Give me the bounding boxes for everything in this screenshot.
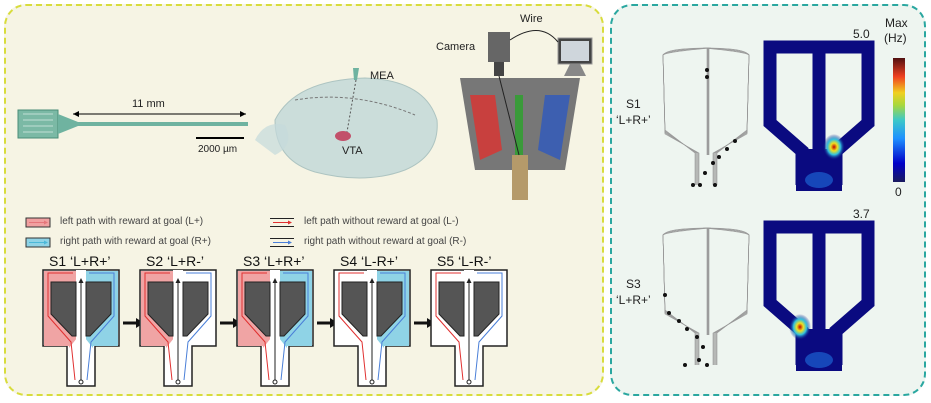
max-rate-label: 5.0 — [853, 27, 870, 41]
session-title: S1 ‘L+R+’ — [49, 253, 111, 269]
mea-label: MEA — [370, 70, 394, 82]
spike-dot — [705, 75, 709, 79]
scale-bar-label: 2000 µm — [198, 144, 238, 155]
firing-rate-heatmap — [763, 40, 875, 191]
spike-dot — [725, 147, 729, 151]
spike-dot — [698, 183, 702, 187]
spike-dot — [695, 335, 699, 339]
maze-diagram-s1 — [42, 269, 120, 387]
map-condition-label: ‘L+R+’ — [616, 113, 651, 127]
colorbar-title-max: Max — [885, 16, 908, 30]
legend-label: left path without reward at goal (L-) — [304, 216, 459, 227]
max-rate-label: 3.7 — [853, 207, 870, 221]
map-session-label: S1 — [626, 97, 641, 111]
legend-swatch-0 — [25, 217, 51, 228]
firing-peak — [789, 314, 811, 340]
spike-dot — [697, 358, 701, 362]
spike-dot — [711, 161, 715, 165]
vta-label: VTA — [342, 145, 363, 157]
colorbar-min-label: 0 — [895, 185, 902, 199]
trajectory-plot — [662, 227, 750, 367]
map-condition-label: ‘L+R+’ — [616, 293, 651, 307]
spike-dot — [705, 363, 709, 367]
spike-dot — [713, 183, 717, 187]
legend-label: left path with reward at goal (L+) — [60, 216, 204, 227]
spike-dot — [717, 155, 721, 159]
legend-label: right path with reward at goal (R+) — [60, 236, 211, 247]
camera-label: Camera — [436, 41, 476, 53]
legend-swatch-3 — [270, 238, 294, 247]
probe-length-label: 11 mm — [132, 98, 165, 110]
firing-peak — [823, 134, 845, 160]
spike-dot — [691, 183, 695, 187]
session-title: S2 ‘L+R-’ — [146, 253, 204, 269]
spike-dot — [683, 363, 687, 367]
firing-rate-heatmap — [763, 220, 875, 371]
spike-dot — [703, 171, 707, 175]
mea-probe-illustration — [17, 109, 248, 139]
session-title: S5 ‘L-R-’ — [437, 253, 492, 269]
maze-diagram-s5 — [430, 269, 508, 387]
trajectory-plot — [662, 47, 750, 187]
maze-diagram-s4 — [333, 269, 411, 387]
spike-dot — [685, 327, 689, 331]
spike-dot — [733, 139, 737, 143]
legend-swatch-1 — [25, 237, 51, 248]
session-title: S3 ‘L+R+’ — [243, 253, 305, 269]
spike-dot — [663, 293, 667, 297]
legend-swatch-2 — [270, 218, 294, 227]
colorbar-title-unit: (Hz) — [884, 31, 907, 45]
spike-dot — [667, 311, 671, 315]
maze-diagram-s2 — [139, 269, 217, 387]
map-session-label: S3 — [626, 277, 641, 291]
spike-dot — [677, 319, 681, 323]
session-title: S4 ‘L-R+’ — [340, 253, 398, 269]
colorbar — [893, 58, 905, 182]
maze-diagram-s3 — [236, 269, 314, 387]
wire-label: Wire — [520, 13, 543, 25]
brain-illustration — [255, 68, 438, 179]
spike-dot — [701, 345, 705, 349]
recording-rig-illustration — [460, 30, 593, 200]
spike-dot — [705, 68, 709, 72]
legend-label: right path without reward at goal (R-) — [304, 236, 467, 247]
